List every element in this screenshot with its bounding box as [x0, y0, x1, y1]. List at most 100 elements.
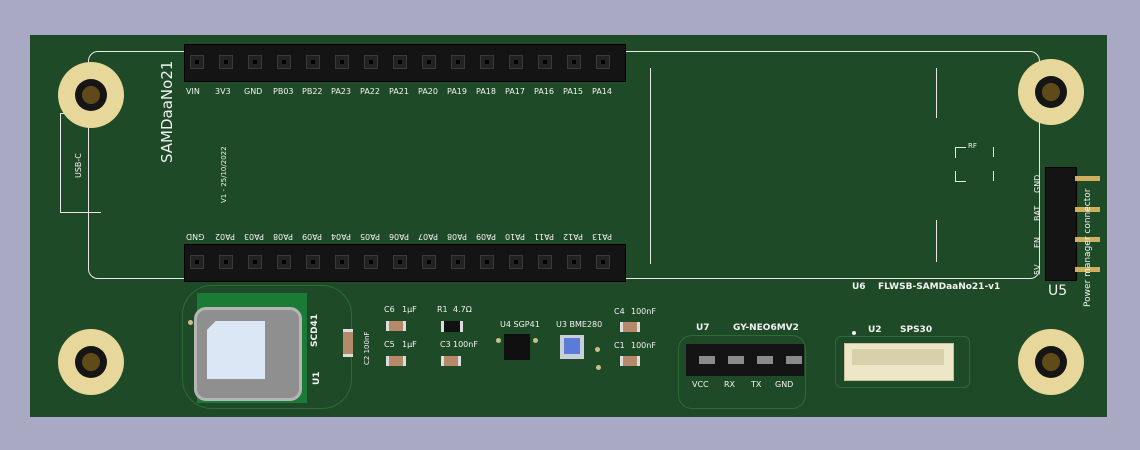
- via: [188, 320, 193, 325]
- header-bottom-pin-7: [364, 255, 378, 269]
- header-bottom-pin-label: PA11: [534, 232, 554, 241]
- rf-mark-2: [955, 171, 966, 182]
- header-bottom-pin-1: [190, 255, 204, 269]
- module-name: SAMDaaNo21: [158, 60, 176, 163]
- header-top-pin-12: [509, 55, 523, 69]
- header-top-pin-4: [277, 55, 291, 69]
- via: [496, 338, 501, 343]
- rf-label: RF: [968, 142, 977, 150]
- header-bottom-pin-14: [567, 255, 581, 269]
- header-bottom-pin-2: [219, 255, 233, 269]
- header-top-pin-label: VIN: [186, 87, 200, 96]
- mounting-hole-top-right: [1018, 59, 1084, 125]
- header-bottom-pin-label: PA03: [244, 232, 264, 241]
- u7-pin-1: [699, 356, 715, 364]
- r1-value: 4.7Ω: [453, 305, 472, 314]
- mounting-hole-top-left: [58, 62, 124, 128]
- power-pin-1: [1075, 176, 1100, 181]
- header-bottom-pin-12: [509, 255, 523, 269]
- header-top-pin-label: PA22: [360, 87, 380, 96]
- power-pin-4: [1075, 267, 1100, 272]
- header-top-pin-label: PA16: [534, 87, 554, 96]
- module-version: V1 - 25/10/2022: [220, 146, 228, 203]
- header-top-pin-5: [306, 55, 320, 69]
- power-pin-2: [1075, 207, 1100, 212]
- c4-ref: C4: [614, 307, 625, 316]
- power-connector-name: Power manager connector: [1083, 188, 1093, 307]
- u5-ref: U5: [1048, 283, 1068, 299]
- header-bottom-pin-8: [393, 255, 407, 269]
- header-top-pin-15: [596, 55, 610, 69]
- u6-value: FLWSB-SAMDaaNo21-v1: [878, 282, 1001, 292]
- u2-value: SPS30: [900, 325, 933, 335]
- header-bottom-pin-3: [248, 255, 262, 269]
- c6-capacitor: [386, 321, 406, 331]
- c4-value: 100nF: [631, 307, 656, 316]
- header-bottom-pin-label: PA05: [360, 232, 380, 241]
- header-top-pin-3: [248, 55, 262, 69]
- c5-capacitor: [386, 356, 406, 366]
- c1-ref: C1: [614, 341, 625, 350]
- header-top-pin-6: [335, 55, 349, 69]
- header-bottom-pin-label: PA04: [331, 232, 351, 241]
- power-connector-body: [1045, 167, 1077, 281]
- header-bottom-pin-label: PA09: [476, 232, 496, 241]
- c3-ref: C3: [440, 340, 451, 349]
- power-pin-label-bat: BAT: [1033, 205, 1042, 221]
- u2-ref: U2: [868, 325, 882, 335]
- rf-mark: [955, 147, 966, 158]
- u7-pin-label-gnd: GND: [775, 380, 794, 389]
- header-bottom-pin-11: [480, 255, 494, 269]
- header-bottom-pin-label: PA02: [215, 232, 235, 241]
- header-top-pin-label: PA20: [418, 87, 438, 96]
- c1-capacitor: [620, 356, 640, 366]
- header-bottom-pin-label: PA10: [505, 232, 525, 241]
- header-bottom-pin-4: [277, 255, 291, 269]
- u7-pin-label-vcc: VCC: [692, 380, 709, 389]
- header-top-pin-label: 3V3: [215, 87, 231, 96]
- header-top-pin-label: PA14: [592, 87, 612, 96]
- c6-value: 1µF: [402, 305, 417, 314]
- u1-window: [207, 321, 265, 379]
- header-top-pin-label: PA18: [476, 87, 496, 96]
- header-top-pin-11: [480, 55, 494, 69]
- u2-outline: [835, 336, 970, 388]
- via: [595, 347, 600, 352]
- u7-pin-label-rx: RX: [724, 380, 736, 389]
- header-top-pin-label: GND: [244, 87, 263, 96]
- power-pin-3: [1075, 237, 1100, 242]
- u3-label: U3 BME280: [556, 320, 603, 329]
- u7-ref: U7: [696, 323, 710, 333]
- header-bottom-pin-label: PA09: [302, 232, 322, 241]
- rf-mark-4: [993, 171, 994, 181]
- r1-resistor: [441, 321, 463, 332]
- antenna-line-right-lower: [936, 220, 937, 262]
- header-top-pin-label: PB03: [273, 87, 294, 96]
- c4-capacitor: [620, 322, 640, 332]
- c5-ref: C5: [384, 340, 395, 349]
- c3-capacitor: [441, 356, 461, 366]
- header-bottom-pin-label: GND: [186, 232, 205, 241]
- u4-chip: [504, 334, 530, 360]
- header-top-pin-9: [422, 55, 436, 69]
- pcb-board: SAMDaaNo21 V1 - 25/10/2022 RF U6 FLWSB-S…: [30, 35, 1107, 417]
- header-bottom-pin-label: PA08: [447, 232, 467, 241]
- c1-value: 100nF: [631, 341, 656, 350]
- header-bottom-pin-label: PA06: [389, 232, 409, 241]
- c6-ref: C6: [384, 305, 395, 314]
- usb-label: USB-C: [74, 153, 83, 178]
- via: [533, 338, 538, 343]
- header-top-pin-label: PA17: [505, 87, 525, 96]
- u1-value: SCD41: [310, 313, 320, 347]
- u7-pin-label-tx: TX: [751, 380, 762, 389]
- header-bottom-pin-label: PA08: [273, 232, 293, 241]
- header-top-pin-label: PA21: [389, 87, 409, 96]
- u7-pin-4: [786, 356, 802, 364]
- u2-pin1-dot: [852, 331, 856, 335]
- header-top-pin-14: [567, 55, 581, 69]
- header-top-pin-7: [364, 55, 378, 69]
- header-top-pin-label: PA15: [563, 87, 583, 96]
- header-top-pin-8: [393, 55, 407, 69]
- u3-sensor: [564, 338, 580, 354]
- header-bottom-pin-5: [306, 255, 320, 269]
